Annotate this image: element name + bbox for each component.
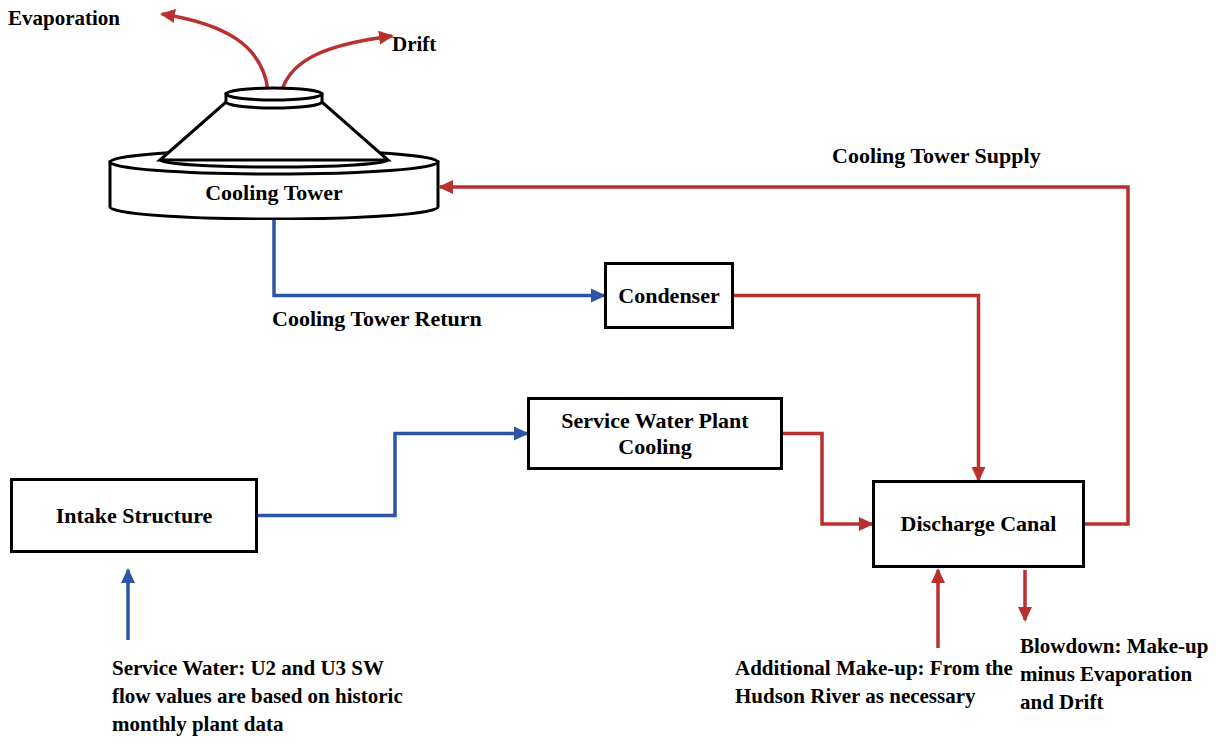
cooling-tower: Cooling Tower [108, 80, 440, 220]
makeup-arrow [936, 570, 940, 648]
note-label: Drift [392, 30, 472, 58]
note-label: Evaporation [8, 4, 168, 32]
process-box: Intake Structure [10, 478, 258, 553]
edge-label: Cooling Tower Return [272, 305, 482, 333]
node-label: Condenser [618, 283, 719, 309]
node-label: Service Water Plant Cooling [538, 408, 772, 460]
edge-label: Cooling Tower Supply [832, 142, 1041, 170]
process-box: Service Water Plant Cooling [527, 397, 783, 470]
node-label: Cooling Tower [108, 180, 440, 206]
note-label: Additional Make-up: From the Hudson Rive… [735, 654, 1015, 710]
flow-connector [783, 434, 872, 525]
node-label: Discharge Canal [901, 511, 1057, 537]
process-box: Condenser [604, 262, 734, 329]
service-water-arrow [126, 570, 130, 640]
flow-connector [274, 220, 604, 296]
process-box: Discharge Canal [872, 480, 1085, 568]
evaporation-arrow [162, 14, 268, 90]
node-label: Intake Structure [56, 503, 213, 529]
note-label: Blowdown: Make-up minus Evaporation and … [1020, 632, 1210, 716]
flow-connector [440, 187, 1128, 524]
note-label: Service Water: U2 and U3 SW flow values … [112, 654, 424, 738]
drift-arrow [282, 36, 392, 90]
flow-connector [258, 434, 527, 516]
blowdown-arrow [1023, 570, 1027, 620]
